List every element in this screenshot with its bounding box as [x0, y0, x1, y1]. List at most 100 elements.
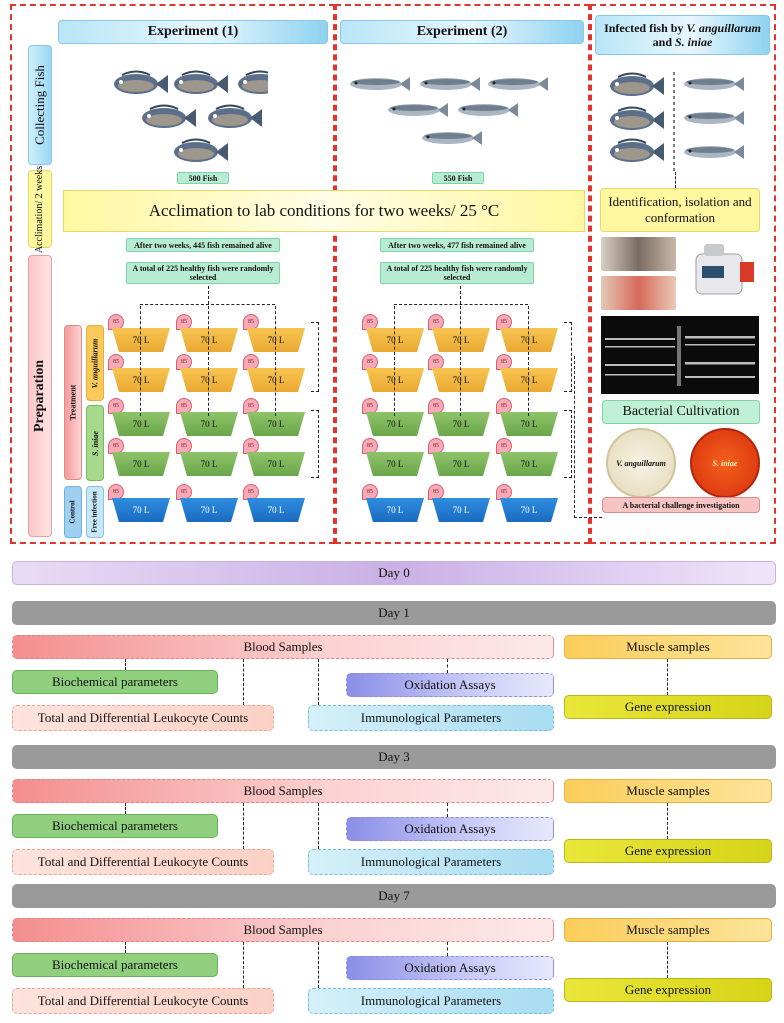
tank-icon: 70 L	[180, 328, 238, 352]
infection-frame	[590, 4, 776, 544]
petri-dish-icon: V. anguillarum	[606, 428, 676, 498]
blood-samples-box: Blood Samples	[12, 779, 554, 803]
tank-icon: 70 L	[180, 452, 238, 476]
distribution-line	[460, 286, 461, 304]
mullet-fish-icon	[684, 145, 744, 159]
leukocyte-box: Total and Differential Leukocyte Counts	[12, 849, 274, 875]
tilapia-fish-icon	[141, 104, 197, 129]
gel-image-icon	[601, 316, 759, 394]
infection-arrow	[675, 172, 676, 188]
tank-icon: 70 L	[366, 368, 424, 392]
mullet-group	[350, 77, 548, 145]
net-tag-icon: 85	[176, 354, 192, 370]
net-tag-icon: 85	[243, 438, 259, 454]
leukocyte-box: Total and Differential Leukocyte Counts	[12, 705, 274, 731]
experiment-2-title: Experiment (2)	[340, 20, 584, 44]
tilapia-fish-icon	[609, 106, 665, 131]
tank-icon: 70 L	[366, 452, 424, 476]
net-tag-icon: 85	[362, 484, 378, 500]
exp1-alive: After two weeks, 445 fish remained alive	[126, 238, 280, 252]
net-tag-icon: 85	[362, 398, 378, 414]
tank-icon: 70 L	[366, 498, 424, 522]
tank-icon: 70 L	[180, 498, 238, 522]
tank-icon: 70 L	[432, 498, 490, 522]
plate-vang-label: V. anguillarum	[616, 458, 666, 468]
tank-icon: 70 L	[247, 328, 305, 352]
mullet-fish-icon	[488, 77, 548, 91]
biochemical-box: Biochemical parameters	[12, 670, 218, 694]
mullet-fish-icon	[684, 77, 744, 91]
flow-arrow	[447, 659, 448, 673]
net-tag-icon: 85	[428, 484, 444, 500]
group-treatment-text: Treatment	[68, 384, 78, 421]
tilapia-fish-icon	[173, 138, 229, 163]
tank-icon: 70 L	[247, 498, 305, 522]
group-free-label: Free infection	[86, 486, 104, 538]
exp2-selected: A total of 225 healthy fish were randoml…	[380, 262, 534, 284]
gene-expression-box: Gene expression	[564, 695, 772, 719]
net-tag-icon: 85	[176, 398, 192, 414]
group-treatment-label: Treatment	[64, 325, 82, 480]
flow-arrow	[318, 803, 319, 849]
tank-icon: 70 L	[432, 412, 490, 436]
tank-icon: 70 L	[112, 498, 170, 522]
muscle-samples-box: Muscle samples	[564, 635, 772, 659]
stage-collecting-label: Collecting Fish	[32, 65, 47, 145]
distribution-line	[460, 306, 461, 416]
day-0-bar: Day 0	[12, 561, 776, 585]
tank-icon: 70 L	[180, 412, 238, 436]
tilapia-group	[113, 70, 268, 163]
tilapia-fish-icon	[609, 72, 665, 97]
tank-icon: 70 L	[112, 412, 170, 436]
tank-icon: 70 L	[500, 328, 558, 352]
flow-arrow	[125, 803, 126, 814]
mullet-fish-icon	[458, 103, 518, 117]
infected-title-prefix: Infected fish by	[604, 21, 687, 35]
tank-icon: 70 L	[432, 368, 490, 392]
stage-collecting-fish: Collecting Fish	[28, 45, 52, 165]
oxidation-box: Oxidation Assays	[346, 673, 554, 697]
tank-icon: 70 L	[366, 328, 424, 352]
immunological-box: Immunological Parameters	[308, 988, 554, 1014]
flow-arrow	[447, 803, 448, 817]
net-tag-icon: 85	[496, 438, 512, 454]
net-tag-icon: 85	[243, 484, 259, 500]
mullet-fish-icon	[350, 77, 410, 91]
net-tag-icon: 85	[176, 314, 192, 330]
net-tag-icon: 85	[362, 314, 378, 330]
stage-acclimation: Acclimation/ 2 weeks	[28, 165, 52, 253]
net-tag-icon: 85	[108, 314, 124, 330]
infected-fish-group	[609, 72, 744, 172]
tank-icon: 70 L	[112, 452, 170, 476]
flow-arrow	[318, 942, 319, 988]
tank-icon: 70 L	[500, 452, 558, 476]
tank-icon: 70 L	[112, 368, 170, 392]
distribution-line	[275, 306, 276, 416]
net-tag-icon: 85	[428, 398, 444, 414]
distribution-line	[208, 306, 209, 416]
distribution-line	[394, 304, 528, 305]
net-tag-icon: 85	[243, 314, 259, 330]
mullet-fish-icon	[422, 131, 482, 145]
flow-arrow	[243, 942, 244, 988]
muscle-samples-box: Muscle samples	[564, 779, 772, 803]
group-sini-label: S. iniae	[86, 405, 104, 481]
tank-icon: 70 L	[432, 452, 490, 476]
infected-fish-title: Infected fish by V. anguillarum and S. i…	[595, 15, 770, 55]
exp2-count: 550 Fish	[432, 172, 484, 184]
distribution-line	[140, 304, 275, 305]
bacterial-cultivation-box: Bacterial Cultivation	[602, 400, 760, 424]
exp2-alive: After two weeks, 477 fish remained alive	[380, 238, 534, 252]
infected-title-and: and	[652, 35, 675, 49]
experiment-1-title: Experiment (1)	[58, 20, 328, 44]
tilapia-fish-icon	[207, 104, 263, 129]
distribution-line	[394, 306, 395, 416]
gene-expression-box: Gene expression	[564, 839, 772, 863]
net-tag-icon: 85	[108, 398, 124, 414]
gene-expression-box: Gene expression	[564, 978, 772, 1002]
day-bar: Day 1	[12, 601, 776, 625]
challenge-box: A bacterial challenge investigation	[602, 497, 760, 513]
distribution-line	[208, 286, 209, 304]
mullet-fish-icon	[684, 111, 744, 125]
tank-icon: 70 L	[247, 412, 305, 436]
